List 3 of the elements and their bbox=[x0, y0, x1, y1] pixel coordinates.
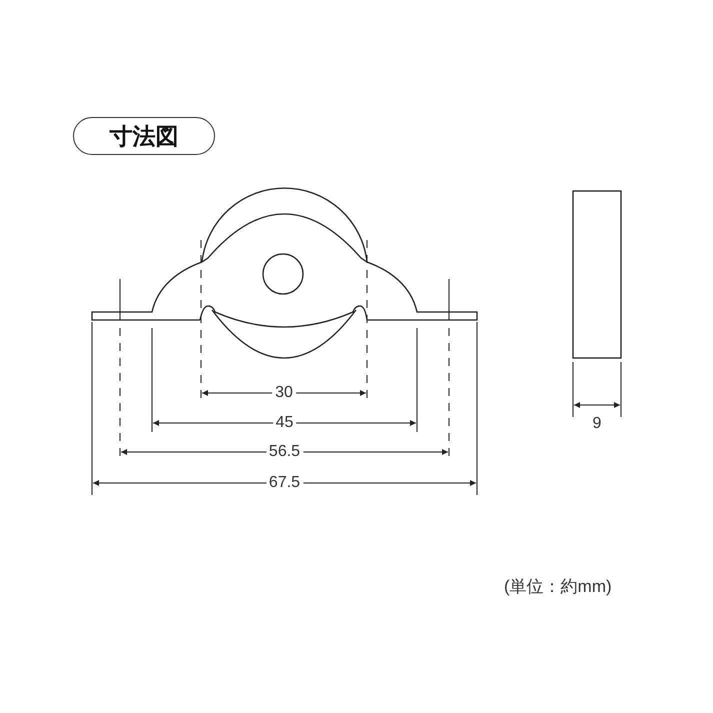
unit-note: (単位：約mm) bbox=[504, 578, 612, 595]
title-badge: 寸法図 bbox=[73, 117, 215, 155]
dimension-label: 9 bbox=[592, 416, 602, 432]
